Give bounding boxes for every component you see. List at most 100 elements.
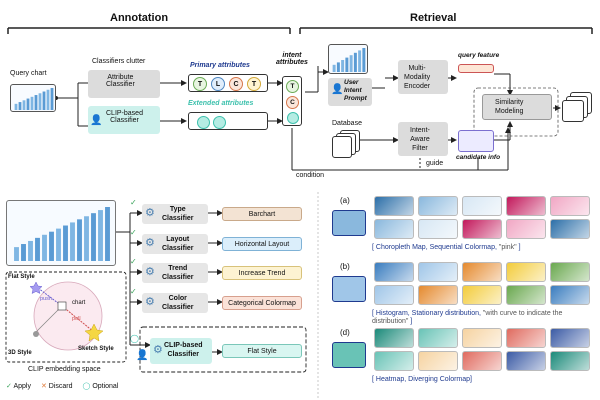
similarity-modeling-label: Similarity Modeling [495, 99, 524, 115]
retrieval-query-chart [328, 44, 368, 74]
classifier-gear-icon: ⚙ [145, 266, 155, 278]
section-title-retrieval: Retrieval [410, 12, 457, 24]
chart-point-label: chart [72, 300, 86, 306]
intent-attributes-label: intent attributes [276, 52, 308, 66]
classifier-name: Trend Classifier [162, 265, 194, 281]
thumbnail-bar [84, 216, 89, 261]
check-icon: ✓ [130, 198, 137, 207]
primary-token: L [211, 77, 225, 91]
example-result-thumbnail [374, 196, 414, 216]
extended-token-2 [213, 116, 226, 129]
example-caption-main: [ Choropleth Map, Sequential Colormap, [372, 244, 499, 251]
example-result-thumbnail [418, 285, 458, 305]
query-feature-label: query feature [458, 52, 500, 59]
thumbnail-bar [26, 98, 30, 110]
classifiers-clutter-label: Classifiers clutter [92, 58, 146, 65]
thumbnail-bar [28, 240, 33, 261]
example-caption-main: [ Heatmap, Diverging Colormap [372, 376, 471, 383]
example-caption: [ Histogram, Stationary distribution, "w… [372, 310, 598, 326]
example-caption: [ Heatmap, Diverging Colormap] [372, 376, 598, 384]
example-result-thumbnail [374, 285, 414, 305]
example-result-thumbnail [550, 285, 590, 305]
example-result-thumbnail [506, 196, 546, 216]
query-feature-vector [458, 64, 494, 73]
example-caption-main: [ Histogram, Stationary distribution, [372, 310, 483, 317]
extended-token-1 [197, 116, 210, 129]
thumbnail-bar [38, 93, 42, 110]
thumbnail-bar [30, 96, 34, 110]
query-chart-label: Query chart [10, 70, 47, 77]
cross-icon: ✕ [40, 383, 47, 390]
thumbnail-bar [358, 50, 362, 72]
thumbnail-bar [70, 222, 75, 261]
check-icon: ✓ [130, 228, 137, 237]
thumbnail-bar [14, 103, 18, 110]
example-result-thumbnail [550, 196, 590, 216]
optional-circle-icon: ◯ [82, 383, 91, 390]
classifier-gear-icon: ⚙ [153, 344, 163, 356]
embedding-space-title: CLIP embedding space [28, 366, 101, 373]
thumbnail-bar [42, 234, 47, 261]
extended-attributes-label: Extended attributes [188, 100, 254, 107]
example-result-thumbnail [418, 351, 458, 371]
classifier-box: ⚙Layout Classifier [142, 234, 208, 254]
thumbnail-bar [353, 52, 357, 72]
example-label: (b) [340, 262, 350, 271]
classifier-box: ⚙ Trend Classifier [142, 263, 208, 283]
database-label: Database [332, 120, 362, 127]
primary-attributes-label: Primary attributes [190, 62, 250, 69]
classifier-box: ⚙Color Classifier [142, 293, 208, 313]
thumbnail-bar [362, 48, 366, 72]
example-result-thumbnail [462, 262, 502, 282]
example-result-thumbnail [506, 285, 546, 305]
clip-classifier-label: CLIP-based Classifier [106, 110, 143, 124]
thumbnail-bar [332, 64, 336, 72]
flat-style-label: Flat Style [8, 274, 35, 280]
thumbnail-bar [56, 228, 61, 261]
legend-discard: ✕ Discard [40, 383, 73, 390]
user-prompt-icon: 👤 [331, 84, 344, 95]
classifier-name: Type Classifier [162, 206, 194, 222]
3d-style-label: 3D Style [8, 350, 32, 356]
example-result-thumbnail [506, 351, 546, 371]
example-result-thumbnail [462, 351, 502, 371]
attribute-classifier-label: Attribute Classifier [106, 74, 135, 88]
legend-apply: ✓ Apply [6, 383, 31, 390]
pull-label: pull [72, 316, 81, 322]
similarity-modeling-box: Similarity Modeling [482, 94, 552, 120]
example-result-thumbnail [418, 262, 458, 282]
example-result-thumbnail [462, 219, 502, 239]
thumbnail-bar [21, 244, 26, 261]
classifier-result: Increase Trend [222, 266, 302, 280]
example-result-thumbnail [374, 328, 414, 348]
example-label: (a) [340, 196, 350, 205]
classifier-name: Layout Classifier [162, 236, 194, 252]
example-caption-quote: "with curve to indicate the distribution… [372, 310, 563, 325]
primary-token: T [193, 77, 207, 91]
user-intent-prompt-box: 👤 User Intent Prompt [328, 78, 372, 106]
example-caption-close: ] [408, 318, 413, 325]
classifier-result: Flat Style [222, 344, 302, 358]
example-query-thumbnail [332, 342, 366, 368]
example-result-thumbnail [506, 262, 546, 282]
clip-classifier-box: CLIP-based Classifier [88, 106, 160, 134]
sketch-style-label: Sketch Style [78, 346, 114, 352]
candidate-info-vector [458, 130, 494, 152]
example-result-thumbnail [418, 328, 458, 348]
thumbnail-bar [345, 57, 349, 72]
thumbnail-bar [18, 102, 22, 110]
thumbnail-bar [49, 231, 54, 261]
thumbnail-bar [14, 247, 19, 261]
input-bar-chart [6, 200, 116, 266]
user-icon: 👤 [90, 115, 103, 126]
example-result-thumbnail [462, 328, 502, 348]
thumbnail-bar [42, 91, 46, 110]
thumbnail-bar [341, 60, 345, 72]
example-result-thumbnail [506, 328, 546, 348]
thumbnail-bar [336, 62, 340, 72]
example-query-thumbnail [332, 276, 366, 302]
